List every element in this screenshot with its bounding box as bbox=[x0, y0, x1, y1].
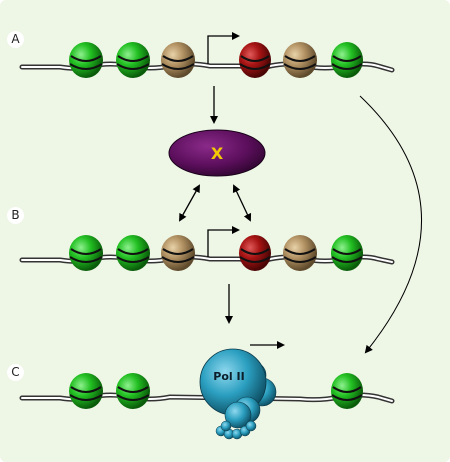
nucleosome-tan bbox=[283, 235, 317, 271]
panel-label-c: C bbox=[7, 364, 24, 381]
nucleosome-green bbox=[331, 235, 363, 271]
curved-arrow-a-to-c bbox=[359, 95, 422, 354]
chromatin-row-c: Pol II bbox=[19, 341, 395, 440]
nucleosome-tan bbox=[283, 42, 317, 78]
panel-label-b: B bbox=[7, 207, 24, 224]
nucleosome-red bbox=[239, 235, 271, 271]
nucleosome-green bbox=[116, 42, 150, 78]
chromatin-row-b bbox=[19, 226, 395, 271]
pol2-complex: Pol II bbox=[199, 348, 277, 440]
nucleosome-green bbox=[331, 373, 363, 409]
nucleosome-green bbox=[116, 235, 150, 271]
factor-x: X bbox=[168, 129, 266, 177]
panel-label-a: A bbox=[7, 31, 24, 48]
pol2-label: Pol II bbox=[213, 370, 244, 383]
double-arrow-x-right bbox=[232, 184, 252, 222]
nucleosome-green bbox=[69, 235, 103, 271]
nucleosome-green bbox=[116, 373, 150, 409]
double-arrow-x-left bbox=[179, 184, 200, 222]
factor-x-label: X bbox=[211, 144, 224, 163]
nucleosome-tan bbox=[161, 42, 195, 78]
tss-arrow-a bbox=[207, 32, 240, 64]
nucleosome-green bbox=[69, 42, 103, 78]
nucleosome-tan bbox=[161, 235, 195, 271]
tss-arrow-b bbox=[207, 226, 240, 257]
chromatin-row-a bbox=[19, 32, 395, 78]
nucleosome-red bbox=[239, 42, 271, 78]
nucleosome-green bbox=[331, 42, 363, 78]
nucleosome-green bbox=[69, 373, 103, 409]
